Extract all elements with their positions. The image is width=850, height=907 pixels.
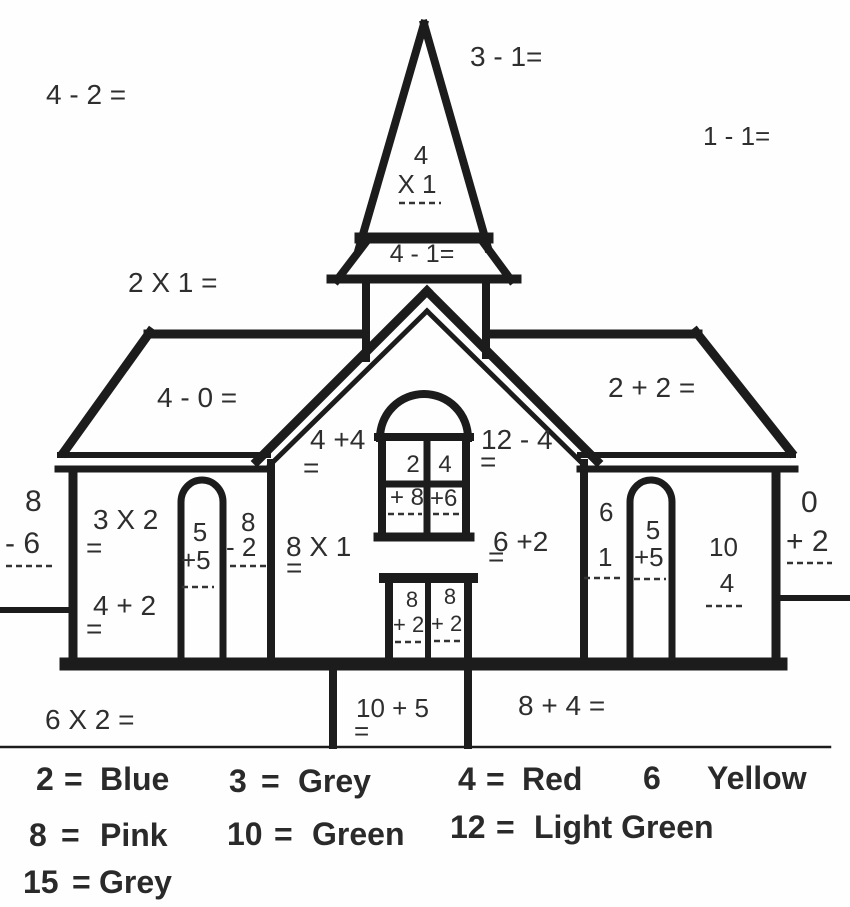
legend-num-6: 6 [643,760,661,796]
legend-color-15: Grey [99,864,172,900]
gable-inner-right [423,307,588,469]
problem-right-wall-b-bottom: 4 [720,568,734,598]
legend-eq-8: = [61,817,80,853]
spire-left-edge [354,19,429,253]
legend-num-3: 3 [229,763,247,799]
legend-eq-10: = [274,816,293,852]
legend-num-15: 15 [23,864,59,900]
steeple-skirt-right [477,236,517,286]
problem-door-right-top: 8 [444,584,456,609]
problem-left-wall-b: 4 + 2 [93,590,156,621]
legend-eq-15: = [72,864,91,900]
problem-left-of-door-eq: = [286,552,302,583]
problem-outside-right-bottom: + 2 [786,525,829,558]
problem-left-wall-c-top: 8 [241,507,255,537]
problem-left-window-top: 5 [193,517,207,547]
legend-color-3: Grey [298,763,371,799]
problem-roof-left: 4 - 0 = [157,382,237,413]
problem-steeple-base: 4 - 1= [390,240,455,268]
problem-bottom-left: 6 X 2 = [45,704,135,735]
problem-gable-left-eq: = [303,452,319,483]
problem-pane-bottom-left: + 8 [390,484,424,511]
problem-outside-left-bottom: - 6 [5,527,40,560]
problem-porch: 10 + 5 [356,693,429,723]
gable-outer-right [420,284,604,468]
gable-outer-left [250,284,434,468]
legend-color-6: Yellow [707,760,807,796]
legend-eq-4: = [486,761,505,797]
problem-roof-right: 2 + 2 = [608,372,695,403]
walls-and-base [0,467,850,749]
legend-color-10: Green [312,816,404,852]
legend-eq-3: = [261,763,280,799]
legend-num-2: 2 [36,761,54,797]
answer-lines [6,201,832,644]
spire-right-edge [419,19,493,253]
problem-gable-left: 4 +4 [310,424,365,455]
front-gable [250,284,604,664]
steeple [326,19,522,362]
legend-color-12: Light Green [534,809,714,845]
problem-left-window-bottom: +5 [181,545,211,575]
problem-right-of-door-eq: = [488,541,504,572]
steeple-skirt-left [331,236,372,286]
legend-eq-2: = [64,761,83,797]
left-roof-slope [57,325,157,459]
problem-left-of-door: 8 X 1 [286,531,351,562]
legend-color-8: Pink [100,817,168,853]
legend-num-10: 10 [227,816,263,852]
problem-steeple-right: 3 - 1= [470,41,542,72]
problem-upper-left: 2 X 1 = [128,267,218,298]
front-arch-window [373,390,475,542]
problem-right-wall-a-top: 6 [599,497,613,527]
problem-porch-eq: = [354,716,369,746]
problem-outside-left-top: 8 [25,485,42,518]
color-legend: 2 = Blue 3 = Grey 4 = Red 6 Yellow 8 = P… [23,760,807,900]
legend-eq-12: = [496,809,515,845]
problem-right-of-door: 6 +2 [493,526,548,557]
problem-right-wall-b-top: 10 [709,532,738,562]
problem-door-left-bottom: + 2 [393,612,424,637]
problem-spire-top: 4 [414,140,428,170]
problem-right-window-bottom: +5 [634,542,664,572]
side-windows [177,476,676,664]
problem-gable-right-eq: = [480,446,496,477]
left-arched-window [177,476,227,664]
problem-left-wall-a: 3 X 2 [93,504,158,535]
problem-door-right-bottom: + 2 [431,611,462,636]
legend-num-4: 4 [458,761,476,797]
right-arched-window [626,476,676,664]
problem-spire-factor: X 1 [397,169,436,199]
problem-outside-right-top: 0 [801,486,818,519]
main-roof [54,325,799,473]
legend-num-12: 12 [450,809,486,845]
problem-gable-right: 12 - 4 [481,424,553,455]
problem-right-wall-a-bottom: 1 [598,542,612,572]
problem-bottom-right: 8 + 4 = [518,690,605,721]
problem-pane-top-left: 2 [406,451,419,478]
problem-pane-bottom-right: +6 [430,485,457,512]
problem-door-left-top: 8 [406,587,418,612]
problem-right-window-top: 5 [646,515,660,545]
problem-left-wall-b-eq: = [86,613,102,644]
problem-left-wall-a-eq: = [86,532,102,563]
gable-inner-left [266,307,431,469]
legend-num-8: 8 [29,817,47,853]
right-roof-slope [689,325,798,459]
legend-color-2: Blue [100,761,169,797]
problem-top-left: 4 - 2 = [46,79,126,110]
arch-window-arch [375,390,473,443]
problem-pane-top-right: 4 [438,451,451,478]
problem-top-right: 1 - 1= [703,121,770,151]
legend-color-4: Red [522,761,582,797]
front-door [379,573,478,666]
problem-texts: 4 - 2 = 3 - 1= 1 - 1= 2 X 1 = 4 X 1 4 - … [5,41,829,746]
problem-left-wall-c-bottom: - 2 [226,532,256,562]
